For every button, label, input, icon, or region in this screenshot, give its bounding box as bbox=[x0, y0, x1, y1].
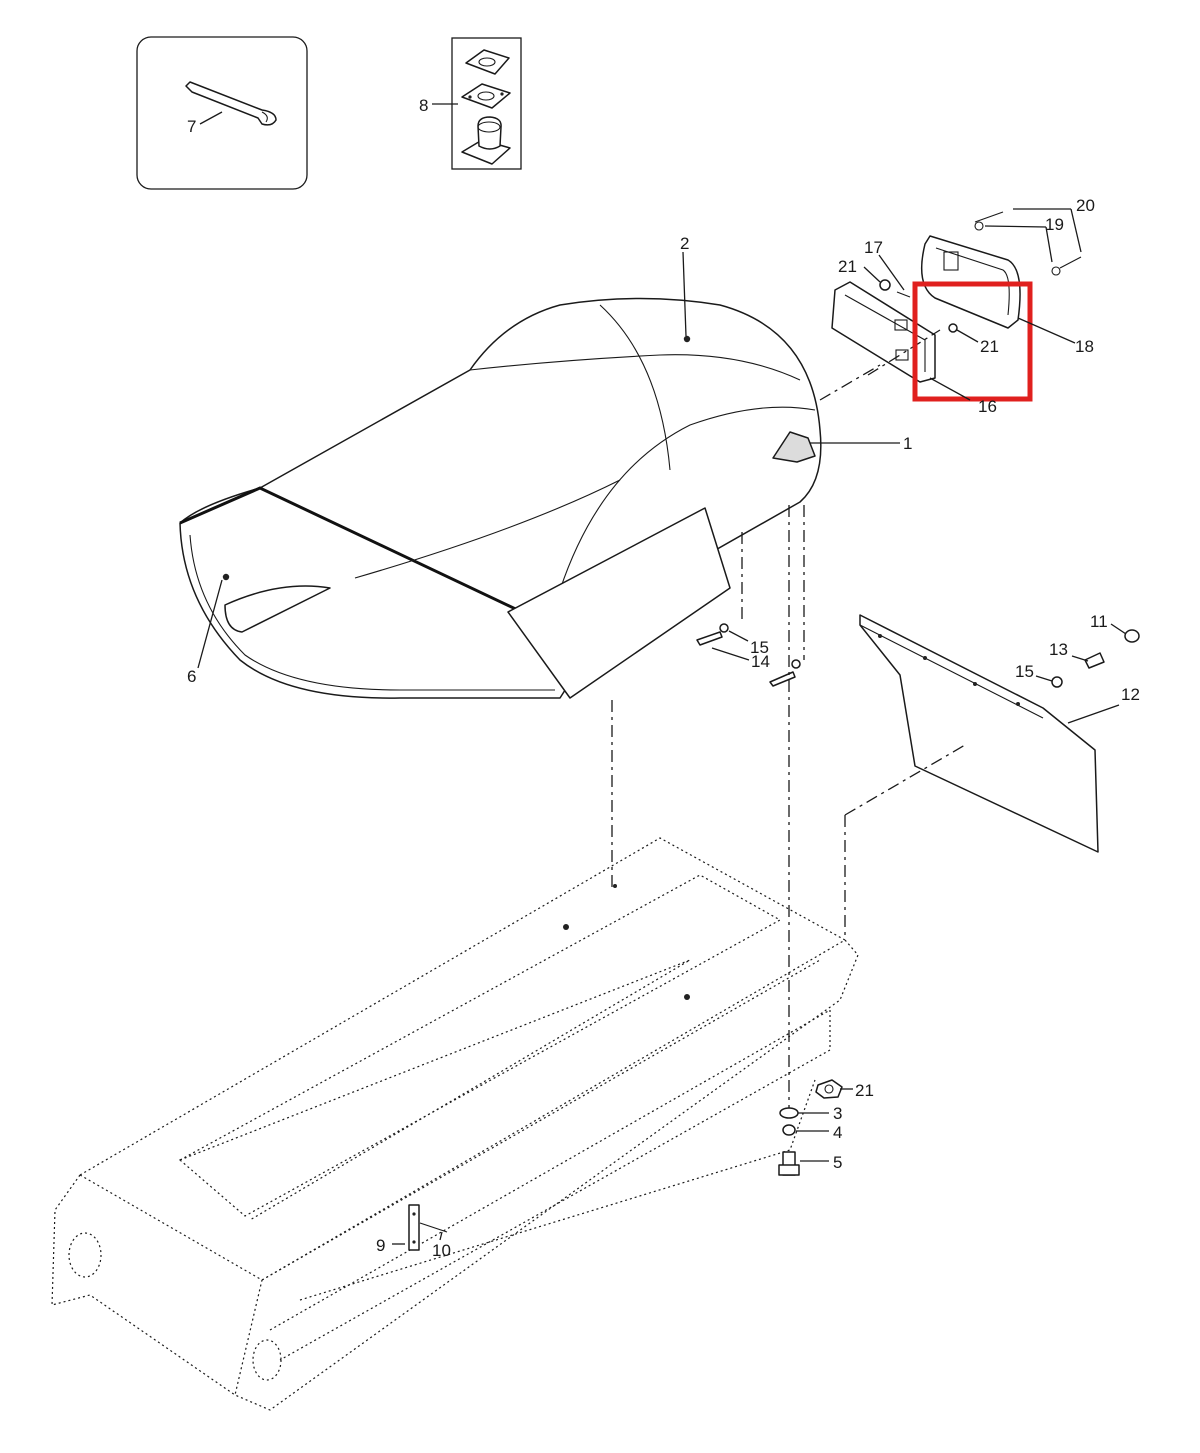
callout-labels: 1 2 3 4 5 6 7 8 9 10 11 12 13 14 15 15 1… bbox=[187, 96, 1140, 1260]
chassis-latch-part bbox=[408, 1204, 448, 1251]
callout-9: 9 bbox=[376, 1236, 385, 1255]
highlight-box bbox=[912, 281, 1033, 402]
callout-11: 11 bbox=[1090, 612, 1108, 631]
leader-lines bbox=[197, 208, 1127, 1245]
gasket-part bbox=[465, 49, 510, 75]
callout-21-housing: 21 bbox=[838, 257, 857, 276]
callout-13: 13 bbox=[1049, 640, 1068, 659]
callout-19: 19 bbox=[1045, 215, 1064, 234]
callout-20: 20 bbox=[1076, 196, 1095, 215]
seat-fasteners bbox=[696, 623, 801, 687]
inset-tool-box bbox=[136, 36, 308, 190]
callout-21-nut: 21 bbox=[855, 1081, 874, 1100]
tail-light-housing-part bbox=[831, 281, 936, 383]
callout-17: 17 bbox=[864, 238, 883, 257]
callout-7: 7 bbox=[187, 117, 196, 136]
callout-3: 3 bbox=[833, 1104, 842, 1123]
spanner-wrench-part bbox=[185, 81, 277, 126]
callout-16: 16 bbox=[978, 397, 997, 416]
tail-light-fasteners bbox=[879, 211, 1082, 333]
tunnel-chassis-part bbox=[51, 837, 859, 1411]
inset-kit-box bbox=[432, 37, 522, 170]
callout-4: 4 bbox=[833, 1123, 842, 1142]
plate-part bbox=[461, 83, 511, 109]
callout-10: 10 bbox=[432, 1241, 451, 1260]
callout-15-seat: 15 bbox=[750, 638, 769, 657]
callout-6: 6 bbox=[187, 667, 196, 686]
callout-12: 12 bbox=[1121, 685, 1140, 704]
callout-15-flap: 15 bbox=[1015, 662, 1034, 681]
callout-2: 2 bbox=[680, 234, 689, 253]
callout-8: 8 bbox=[419, 96, 428, 115]
callout-14: 14 bbox=[751, 652, 770, 671]
latch-base-part bbox=[461, 116, 511, 165]
callout-18: 18 bbox=[1075, 337, 1094, 356]
flap-fasteners bbox=[1051, 629, 1140, 688]
callout-1: 1 bbox=[903, 434, 912, 453]
callout-21-lens: 21 bbox=[980, 337, 999, 356]
seat-part bbox=[179, 297, 822, 699]
mud-flap-part bbox=[859, 614, 1099, 853]
callout-5: 5 bbox=[833, 1153, 842, 1172]
